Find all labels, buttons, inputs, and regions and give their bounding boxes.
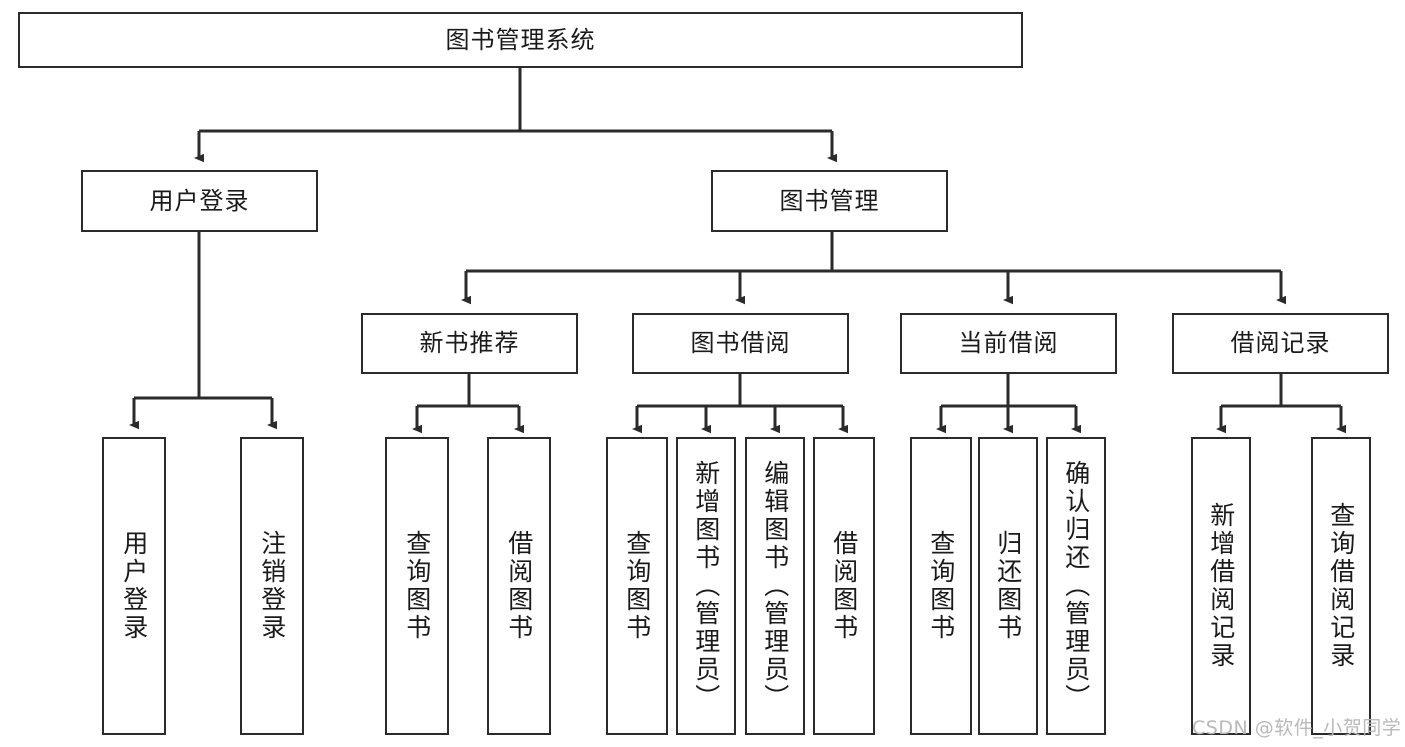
node-new-book-recommend[interactable]: 新书推荐 — [361, 313, 578, 374]
node-leaf-borrow-book-1[interactable]: 借阅图书 — [487, 437, 551, 735]
node-borrow-record[interactable]: 借阅记录 — [1172, 313, 1389, 374]
node-label: 图书管理系统 — [445, 25, 596, 54]
node-label: 图书管理 — [779, 186, 880, 215]
node-label: 新增图书（管理员） — [691, 460, 721, 712]
node-user-login[interactable]: 用户登录 — [81, 170, 318, 232]
node-current-borrow[interactable]: 当前借阅 — [900, 313, 1117, 374]
node-leaf-borrow-book-2[interactable]: 借阅图书 — [813, 437, 875, 735]
node-leaf-add-record[interactable]: 新增借阅记录 — [1191, 437, 1251, 735]
node-label: 用户登录 — [149, 186, 250, 215]
node-label: 确认归还（管理员） — [1061, 460, 1091, 712]
node-label: 归还图书 — [993, 530, 1023, 642]
node-leaf-query-book-1[interactable]: 查询图书 — [385, 437, 449, 735]
node-label: 新书推荐 — [419, 329, 520, 358]
node-leaf-edit-book[interactable]: 编辑图书（管理员） — [745, 437, 805, 735]
node-leaf-query-record[interactable]: 查询借阅记录 — [1311, 437, 1371, 735]
node-label: 查询图书 — [926, 530, 956, 642]
node-leaf-logout-login[interactable]: 注销登录 — [240, 437, 304, 735]
node-leaf-user-login[interactable]: 用户登录 — [102, 437, 166, 735]
node-label: 注销登录 — [257, 530, 287, 642]
node-label: 新增借阅记录 — [1206, 502, 1236, 670]
node-label: 用户登录 — [119, 530, 149, 642]
node-label: 当前借阅 — [958, 329, 1059, 358]
node-label: 借阅图书 — [504, 530, 534, 642]
node-leaf-confirm-return[interactable]: 确认归还（管理员） — [1046, 437, 1106, 735]
node-label: 图书借阅 — [690, 329, 791, 358]
node-root-book-management-system[interactable]: 图书管理系统 — [18, 12, 1023, 68]
node-leaf-query-book-3[interactable]: 查询图书 — [910, 437, 972, 735]
node-label: 查询借阅记录 — [1326, 502, 1356, 670]
node-leaf-return-book[interactable]: 归还图书 — [978, 437, 1038, 735]
node-book-management[interactable]: 图书管理 — [711, 170, 948, 232]
node-label: 查询图书 — [402, 530, 432, 642]
node-book-borrow[interactable]: 图书借阅 — [632, 313, 849, 374]
node-label: 借阅图书 — [829, 530, 859, 642]
node-label: 借阅记录 — [1230, 329, 1331, 358]
node-label: 编辑图书（管理员） — [760, 460, 790, 712]
node-leaf-add-book[interactable]: 新增图书（管理员） — [676, 437, 736, 735]
node-leaf-query-book-2[interactable]: 查询图书 — [606, 437, 668, 735]
node-label: 查询图书 — [622, 530, 652, 642]
